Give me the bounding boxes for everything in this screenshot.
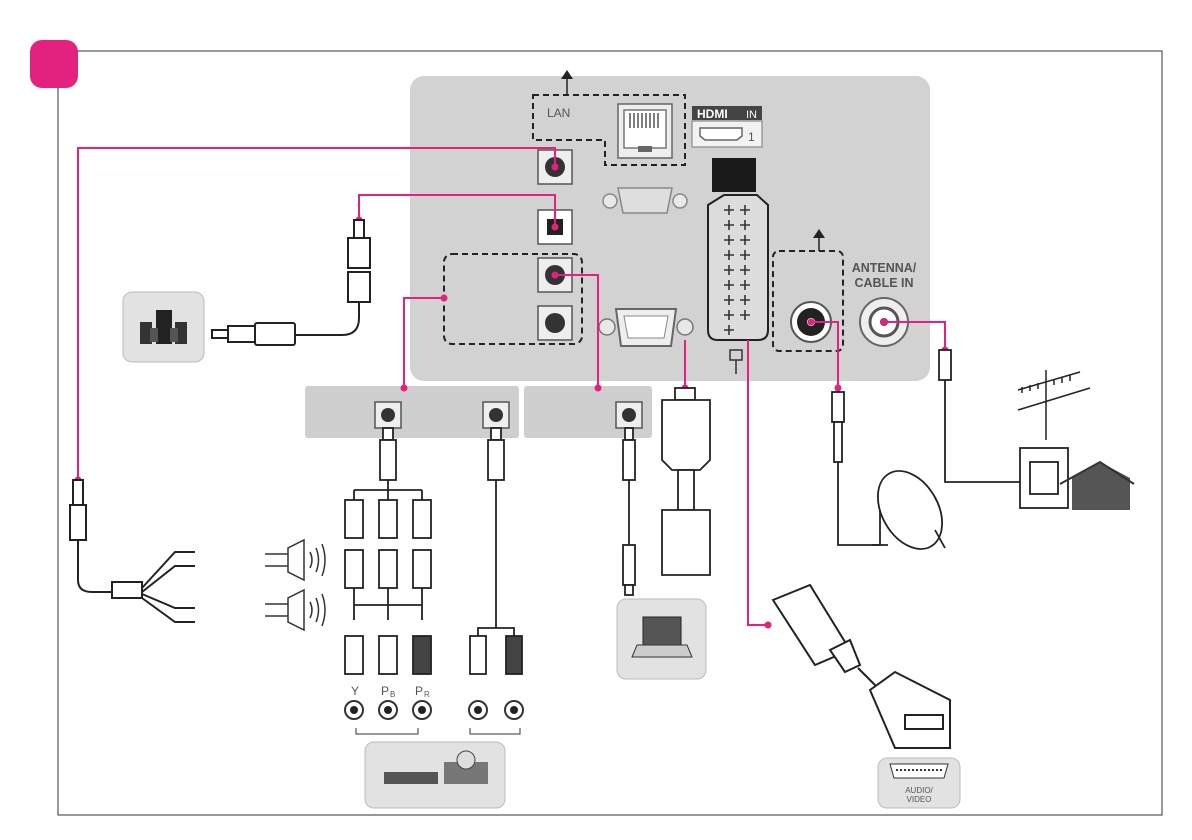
- scart-label-line2: VIDEO: [907, 795, 932, 804]
- component-pr-sub: R: [424, 690, 430, 699]
- satellite-cable: [832, 392, 880, 545]
- satellite-dish-icon: [865, 460, 955, 561]
- hdmi-logo: HDMI: [697, 107, 728, 121]
- laptop-icon: [617, 599, 706, 679]
- scart-label-line1: AUDIO/: [905, 786, 933, 795]
- house-icon: [1060, 462, 1134, 510]
- component-audio-port-bottom[interactable]: [538, 306, 572, 340]
- optical-cable: [212, 220, 370, 345]
- scart-plug-icon: [773, 585, 950, 748]
- lower-jack-3[interactable]: [616, 402, 642, 428]
- component-pb-sub: B: [390, 690, 395, 699]
- antenna-label-line2: CABLE IN: [854, 276, 913, 290]
- component-y-label: Y: [351, 684, 359, 698]
- section-marker: [30, 40, 78, 88]
- lan-label: LAN: [547, 106, 570, 120]
- speaker-icon: [265, 590, 325, 630]
- lan-port[interactable]: [618, 104, 672, 158]
- component-cables: [345, 428, 522, 674]
- dvd-player-icon: [365, 742, 505, 808]
- antenna-label-line1: ANTENNA/: [852, 261, 917, 275]
- hdmi-port[interactable]: HDMI IN 1: [692, 106, 762, 147]
- component-input-jacks: [345, 701, 523, 734]
- scart-port[interactable]: [708, 195, 768, 340]
- hdmi-port-number: 1: [748, 130, 755, 144]
- headphone-cable: [70, 480, 195, 622]
- hdmi-in-label: IN: [746, 109, 757, 121]
- lower-jack-2[interactable]: [483, 402, 509, 428]
- antenna-cable: [939, 350, 1068, 508]
- lower-jack-1[interactable]: [375, 402, 401, 428]
- component-pb-label: P: [381, 684, 389, 698]
- component-pr-label: P: [415, 684, 423, 698]
- antenna-icon: [1018, 370, 1090, 440]
- speaker-system-icon: [123, 292, 204, 362]
- speaker-icon: [265, 540, 325, 580]
- black-port-cover: [712, 158, 756, 192]
